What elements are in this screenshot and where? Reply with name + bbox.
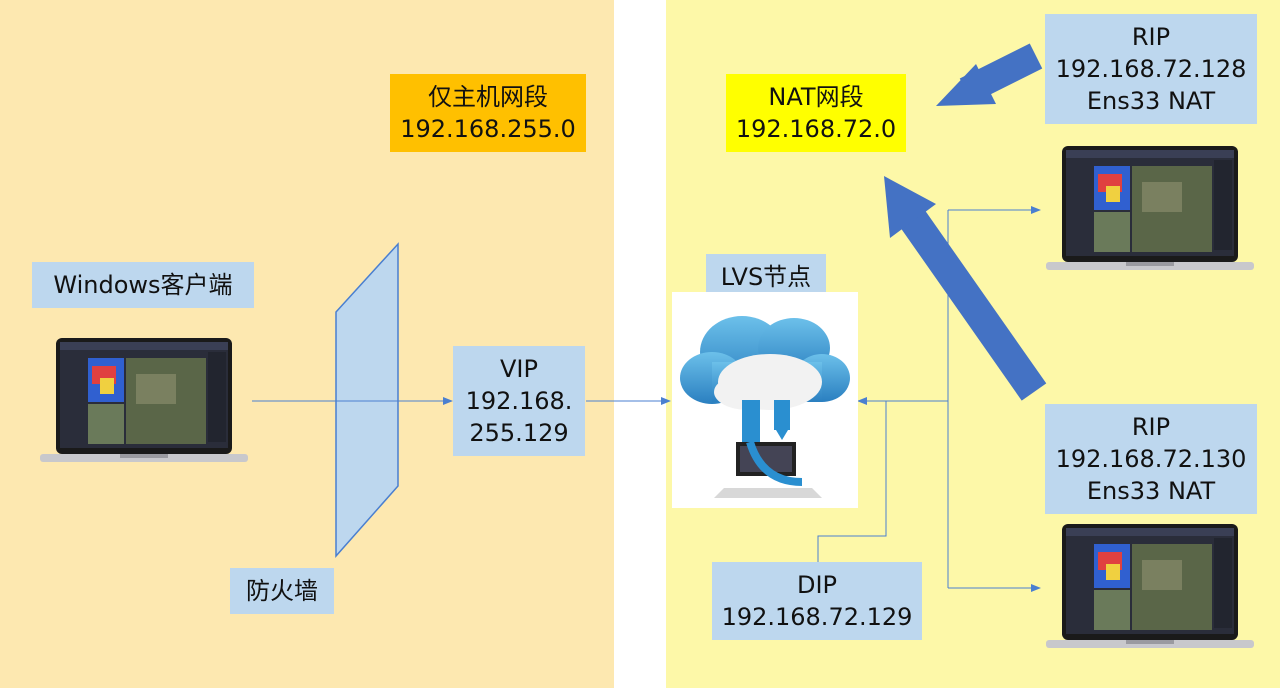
vip-line1: VIP	[500, 355, 538, 383]
nat-subnet: 192.168.72.0	[735, 115, 897, 143]
servers-to-nat-arrow	[884, 176, 1047, 401]
rip2-box: RIP 192.168.72.130 Ens33 NAT	[1045, 404, 1257, 514]
vip-box: VIP 192.168. 255.129	[453, 346, 585, 456]
firewall-panel	[335, 242, 399, 558]
rip1-line2: 192.168.72.128	[1055, 55, 1247, 83]
host-only-title: 仅主机网段	[428, 83, 548, 111]
nat-title: NAT网段	[768, 83, 864, 111]
rip1-box: RIP 192.168.72.128 Ens33 NAT	[1045, 14, 1257, 124]
dip-connector-line	[817, 401, 887, 562]
nat-subnet-label: NAT网段 192.168.72.0	[726, 74, 906, 152]
lvs-label-text: LVS节点	[720, 263, 812, 291]
client-label-text: Windows客户端	[53, 271, 233, 299]
host-only-subnet: 192.168.255.0	[400, 115, 576, 143]
rip2-line1: RIP	[1131, 413, 1171, 441]
dip-line1: DIP	[796, 571, 838, 599]
rip2-line2: 192.168.72.130	[1055, 445, 1247, 473]
firewall-label-text: 防火墙	[246, 577, 318, 605]
rip-to-nat-arrow	[936, 43, 1043, 106]
rip1-line1: RIP	[1131, 23, 1171, 51]
real-server1-laptop-icon	[1046, 146, 1254, 274]
vip-line2: 192.168.	[465, 387, 573, 415]
firewall-label: 防火墙	[230, 568, 334, 614]
client-laptop-icon	[40, 338, 248, 466]
lvs-cloud-icon	[672, 292, 858, 508]
vip-line3: 255.129	[469, 419, 569, 447]
rip1-line3: Ens33 NAT	[1086, 87, 1216, 115]
rip2-line3: Ens33 NAT	[1086, 477, 1216, 505]
client-label: Windows客户端	[32, 262, 254, 308]
dip-line2: 192.168.72.129	[721, 603, 913, 631]
real-server2-laptop-icon	[1046, 524, 1254, 652]
dip-box: DIP 192.168.72.129	[712, 562, 922, 640]
host-only-subnet-label: 仅主机网段 192.168.255.0	[390, 74, 586, 152]
